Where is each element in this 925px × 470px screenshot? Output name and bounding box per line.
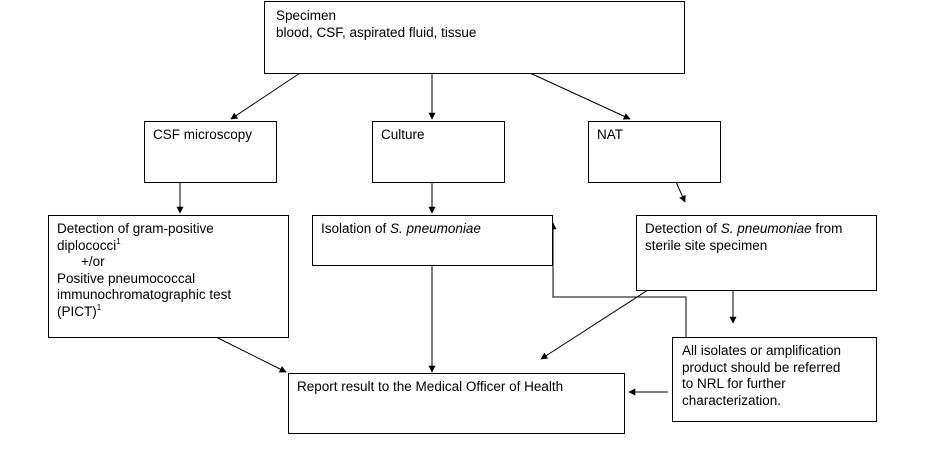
report-box: Report result to the Medical Officer of … [288, 373, 625, 434]
gram-detection-connector: +/or [81, 254, 105, 269]
isolation-box: Isolation of S. pneumoniae [312, 215, 553, 266]
report-label: Report result to the Medical Officer of … [297, 379, 564, 394]
arrow-gram-to-report [215, 336, 287, 373]
culture-box: Culture [372, 121, 505, 183]
nat-box: NAT [588, 121, 721, 183]
specimen-box: Specimen blood, CSF, aspirated fluid, ti… [264, 1, 685, 74]
arrow-nat-to-detection [675, 181, 686, 203]
isolation-label: Isolation of S. pneumoniae [321, 221, 481, 236]
footnote-marker: 1 [96, 302, 102, 312]
arrow-specimen-to-nat [529, 72, 631, 120]
csf-microscopy-box: CSF microscopy [144, 121, 277, 183]
specimen-detail: blood, CSF, aspirated fluid, tissue [276, 24, 477, 40]
referral-line1: All isolates or amplification [682, 343, 842, 358]
csf-microscopy-label: CSF microscopy [153, 127, 253, 142]
specimen-title: Specimen [276, 8, 337, 23]
gram-detection-line2: diplococci1 [57, 236, 121, 253]
gram-detection-box: Detection of gram-positive diplococci1 +… [48, 215, 289, 338]
gram-detection-line4: immunochromatographic test [57, 287, 232, 302]
gram-detection-line5: (PICT)1 [57, 302, 102, 319]
referral-line4: characterization. [682, 392, 782, 408]
nat-detection-box: Detection of S. pneumoniae from sterile … [636, 215, 877, 291]
referral-box: All isolates or amplification product sh… [672, 337, 877, 422]
nat-label: NAT [597, 127, 623, 142]
gram-detection-line3: Positive pneumococcal [57, 270, 196, 286]
arrow-nat-detection-to-report [540, 289, 649, 360]
nat-detection-line1: Detection of S. pneumoniae from [645, 221, 843, 236]
organism-name: S. pneumoniae [390, 221, 481, 236]
arrow-specimen-to-csf [230, 72, 301, 120]
referral-line3: to NRL for further [682, 376, 786, 391]
organism-name: S. pneumoniae [720, 221, 812, 236]
arrow-referral-to-isolation [549, 222, 687, 337]
footnote-marker: 1 [116, 236, 121, 246]
nat-detection-line2: sterile site specimen [645, 237, 768, 253]
referral-line2: product should be referred [682, 359, 841, 375]
gram-detection-line1: Detection of gram-positive [57, 221, 214, 236]
culture-label: Culture [381, 127, 425, 142]
